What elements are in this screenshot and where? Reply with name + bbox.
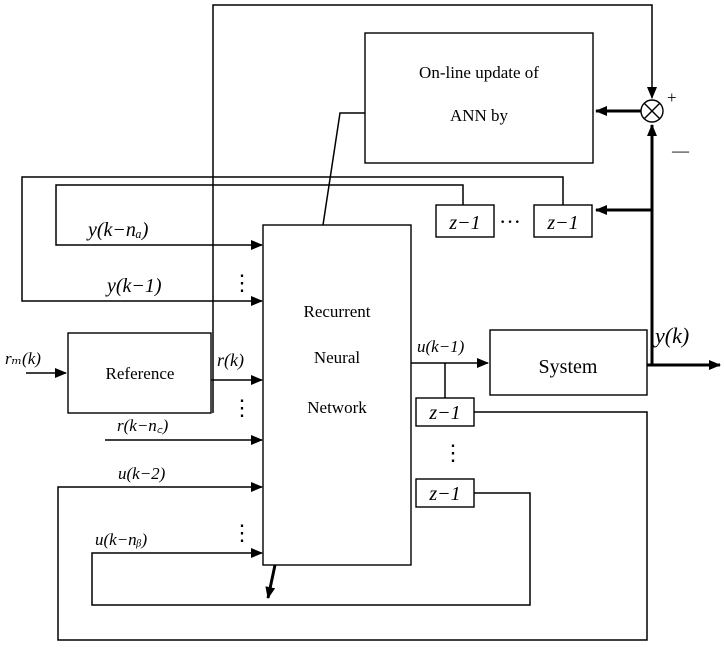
feedback-top-wire (212, 4, 657, 413)
y-na-wire (55, 184, 464, 250)
ellipsis-delay: ⋮ (442, 440, 464, 465)
online-update-label-1: On-line update of (419, 63, 539, 82)
rnn-bottom-arrow (265, 564, 277, 599)
delay-label-1: z−1 (448, 212, 480, 234)
delay-label-4: z−1 (428, 483, 460, 505)
reference-block (67, 332, 212, 414)
u-k-nb-label: u(k−nᵦ) (95, 530, 148, 549)
delay-block-u-2 (415, 478, 475, 508)
u-k2-wire (57, 411, 648, 641)
reference-label: Reference (106, 364, 175, 383)
y-k1-label: y(k−1) (105, 275, 162, 297)
rm-k-label: rₘ(k) (5, 349, 41, 368)
u-k-nb-wire (91, 492, 531, 606)
online-update-block (364, 32, 594, 164)
ellipsis-u: ⋮ (231, 520, 253, 545)
online-update-label-2: ANN by (450, 106, 509, 125)
minus-sign: — (671, 141, 690, 160)
ellipsis-y: ⋮ (231, 270, 253, 295)
system-label: System (539, 356, 598, 378)
r-k-label: r(k) (217, 350, 244, 371)
delay-block-y-na (435, 204, 495, 238)
rnn-label-1: Recurrent (303, 302, 370, 321)
y-k-label: y(k) (653, 323, 689, 348)
u-k2-label: u(k−2) (118, 464, 166, 483)
plus-sign: + (667, 88, 677, 107)
update-to-rnn-wire (322, 112, 365, 226)
delay-block-y-1 (533, 204, 593, 238)
y-k-na-label: y(k−nₐ) (86, 219, 149, 241)
delay-label-2: z−1 (546, 212, 578, 234)
y-1-wire (21, 176, 564, 306)
rnn-label-2: Neural (314, 348, 361, 367)
delay-label-3: z−1 (428, 402, 460, 424)
summing-junction (640, 99, 664, 123)
rnn-label-3: Network (307, 398, 367, 417)
system-block (489, 329, 648, 396)
ellipsis-r: ⋮ (231, 395, 253, 420)
u-k1-label: u(k−1) (417, 337, 465, 356)
r-k-nc-label: r(k−n꜀) (117, 416, 169, 435)
ellipsis-horizontal: ··· (499, 209, 521, 234)
rnn-block (262, 224, 412, 566)
